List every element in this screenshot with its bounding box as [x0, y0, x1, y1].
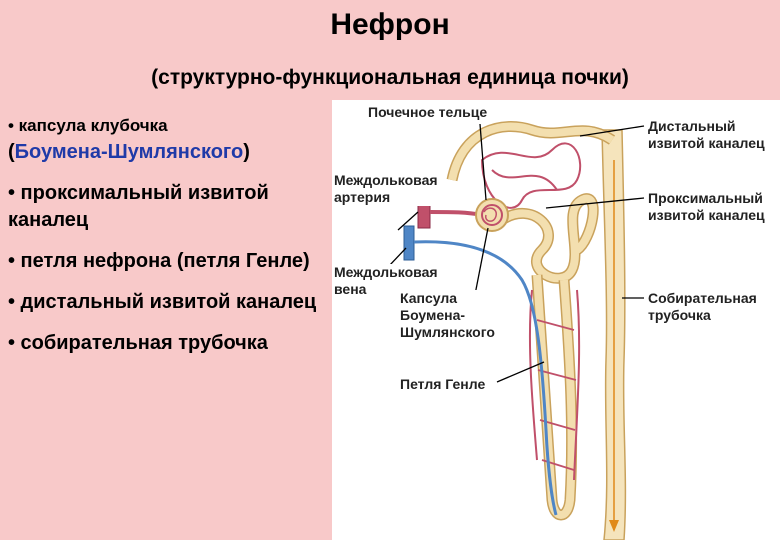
vasa-recta-arteries — [528, 289, 581, 481]
bullet-capsule: • капсула клубочка (Боумена-Шумлянского) — [8, 112, 330, 166]
label-collecting-duct-line1: Собирательная — [648, 290, 757, 306]
leader-distal — [579, 125, 645, 137]
leader-loop — [496, 361, 545, 383]
label-interlobular-vein: Междольковая вена — [334, 264, 438, 298]
leader-artery — [397, 211, 419, 231]
label-collecting-duct-line2: трубочка — [648, 307, 711, 323]
label-bowman-capsule-line3: Шумлянского — [400, 324, 495, 340]
bullet-capsule-paren-close: ) — [243, 141, 250, 163]
distal-tubule-shape — [448, 122, 615, 181]
bullet-collecting: • собирательная трубочка — [8, 332, 268, 354]
bullet-capsule-text: • капсула клубочка — [8, 116, 168, 135]
label-proximal-tubule-line1: Проксимальный — [648, 190, 763, 206]
label-distal-tubule-line1: Дистальный — [648, 118, 736, 134]
label-distal-tubule-line2: извитой каналец — [648, 135, 765, 151]
bullet-capsule-name: Боумена-Шумлянского — [14, 141, 244, 163]
label-distal-tubule: Дистальный извитой каналец — [648, 118, 765, 152]
label-bowman-capsule: Капсула Боумена- Шумлянского — [400, 290, 495, 341]
bullet-proximal: • проксимальный извитой каналец — [8, 182, 269, 231]
glomerulus-shape — [481, 204, 503, 226]
nephron-diagram: Почечное тельце Междольковая артерия Меж… — [332, 100, 780, 540]
label-interlobular-artery: Междольковая артерия — [334, 172, 438, 206]
venous-drainage — [413, 240, 558, 516]
bullet-list: • капсула клубочка (Боумена-Шумлянского)… — [8, 112, 330, 371]
label-collecting-duct: Собирательная трубочка — [648, 290, 757, 324]
label-interlobular-artery-line1: Междольковая — [334, 172, 438, 188]
vasa-recta-links — [536, 319, 577, 471]
label-bowman-capsule-line2: Боумена- — [400, 307, 466, 323]
glomerulus-loops — [483, 207, 497, 222]
interlobular-vein-vessel — [403, 225, 415, 261]
label-interlobular-artery-line2: артерия — [334, 189, 391, 205]
page-title: Нефрон — [330, 8, 450, 41]
bullet-distal: • дистальный извитой каналец — [8, 291, 317, 313]
page-subtitle: (структурно-функциональная единица почки… — [151, 66, 629, 89]
label-proximal-tubule: Проксимальный извитой каналец — [648, 190, 765, 224]
collecting-duct-arrow — [609, 520, 619, 532]
capillary-branch-1 — [491, 169, 558, 191]
nephron-illustration — [371, 121, 645, 540]
afferent-arteriole — [429, 210, 483, 217]
bullet-loop: • петля нефрона (петля Генле) — [8, 250, 310, 272]
label-renal-corpuscle: Почечное тельце — [368, 104, 488, 121]
label-proximal-tubule-line2: извитой каналец — [648, 207, 765, 223]
bullet-capsule-paren-open: ( — [8, 141, 15, 163]
label-loop-henle: Петля Генле — [400, 376, 486, 393]
leader-corpuscle — [479, 123, 487, 201]
capillary-network-upper — [480, 142, 582, 209]
label-interlobular-vein-line2: вена — [334, 281, 367, 297]
bowman-capsule-shape — [475, 198, 509, 232]
label-interlobular-vein-line1: Междольковая — [334, 264, 438, 280]
label-bowman-capsule-line1: Капсула — [400, 290, 458, 306]
leader-proximal — [545, 197, 645, 209]
